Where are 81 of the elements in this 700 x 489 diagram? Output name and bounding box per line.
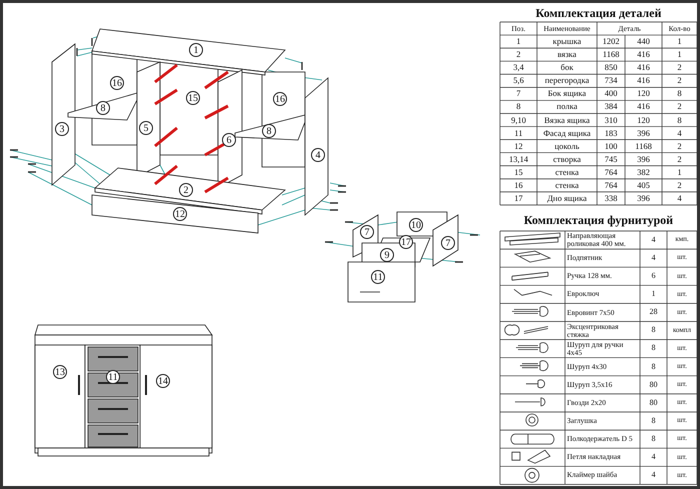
dimension-value: 100 (604, 140, 618, 153)
quantity-value: 8 (650, 414, 656, 427)
quantity-value: 2 (676, 152, 683, 166)
part-name: крышка (552, 35, 582, 48)
dimension-value: 382 (636, 166, 651, 179)
quantity-value: 4 (650, 469, 656, 482)
quantity-value: 1 (676, 35, 683, 48)
part-number: 1 (515, 35, 522, 48)
dimension-value: 745 (604, 152, 618, 166)
dimension-value: 384 (604, 100, 618, 114)
quantity-value: 2 (676, 74, 683, 88)
part-name: вязка (556, 48, 578, 62)
dimension-value: 120 (636, 87, 651, 100)
part-number: 13,14 (508, 152, 530, 166)
quantity-value: 28 (648, 306, 658, 318)
quantity-value: 6 (650, 270, 656, 282)
dimension-value: 416 (636, 48, 651, 62)
table-title: Комплектация фурнитурой (522, 212, 674, 229)
quantity-value: 8 (650, 360, 656, 373)
part-number: 3,4 (512, 61, 525, 74)
quantity-value: 4 (676, 126, 683, 140)
part-number: 5,6 (512, 74, 525, 88)
part-name: стенка (554, 178, 580, 192)
part-number: 16 (513, 178, 524, 192)
part-name: Фасад ящика (542, 126, 592, 140)
part-number: 7 (515, 87, 522, 100)
dimension-value: 764 (604, 178, 618, 192)
dimension-value: 1168 (634, 140, 653, 153)
part-number: 9,10 (510, 114, 527, 127)
dimension-value: 416 (636, 74, 651, 88)
dimension-value: 396 (636, 152, 651, 166)
quantity-value: 4 (650, 234, 656, 246)
dimension-value: 400 (604, 87, 618, 100)
quantity-value: 8 (650, 342, 656, 354)
dimension-value: 416 (636, 61, 651, 74)
dimension-value: 183 (604, 126, 618, 140)
part-number: 2 (515, 48, 522, 62)
quantity-value: 2 (676, 100, 683, 114)
dimension-value: 1202 (602, 35, 620, 48)
dimension-value: 416 (636, 100, 651, 114)
part-name: бок (560, 61, 574, 74)
quantity-value: 2 (676, 140, 683, 153)
part-name: цоколь (554, 140, 580, 153)
quantity-value: 80 (648, 378, 658, 391)
dimension-value: 396 (636, 192, 651, 205)
table-title: Комплектация деталей (534, 6, 662, 21)
quantity-value: 8 (650, 324, 656, 336)
quantity-value: 1 (676, 166, 683, 179)
part-name: полка (556, 100, 578, 114)
quantity-value: 2 (676, 61, 683, 74)
quantity-value: 1 (650, 288, 656, 300)
dimension-value: 850 (604, 61, 618, 74)
dimension-value: 405 (636, 178, 651, 192)
quantity-value: 4 (650, 451, 656, 464)
quantity-value: 8 (676, 87, 683, 100)
quantity-value: 2 (676, 178, 683, 192)
dimension-value: 310 (604, 114, 618, 127)
dimension-value: 338 (604, 192, 618, 205)
part-name: Дно ящика (546, 192, 588, 205)
part-name: Вязка ящика (543, 114, 591, 127)
part-number: 17 (513, 192, 524, 205)
quantity-value: 1 (676, 48, 683, 62)
part-name: створка (552, 152, 582, 166)
dimension-value: 764 (604, 166, 618, 179)
part-name: Бок ящика (546, 87, 588, 100)
dimension-value: 734 (604, 74, 618, 88)
quantity-value: 8 (676, 114, 683, 127)
quantity-value: 4 (676, 192, 683, 205)
part-number: 12 (513, 140, 524, 153)
part-number: 11 (513, 126, 524, 140)
dimension-value: 120 (636, 114, 651, 127)
quantity-value: 8 (650, 432, 656, 445)
dimension-value: 440 (636, 35, 651, 48)
quantity-value: 4 (650, 252, 656, 264)
part-name: стенка (554, 166, 580, 179)
dimension-value: 396 (636, 126, 651, 140)
quantity-value: 80 (648, 396, 658, 409)
part-number: 8 (515, 100, 522, 114)
dimension-value: 1168 (602, 48, 620, 62)
part-number: 15 (513, 166, 524, 179)
part-name: перегородка (544, 74, 590, 88)
